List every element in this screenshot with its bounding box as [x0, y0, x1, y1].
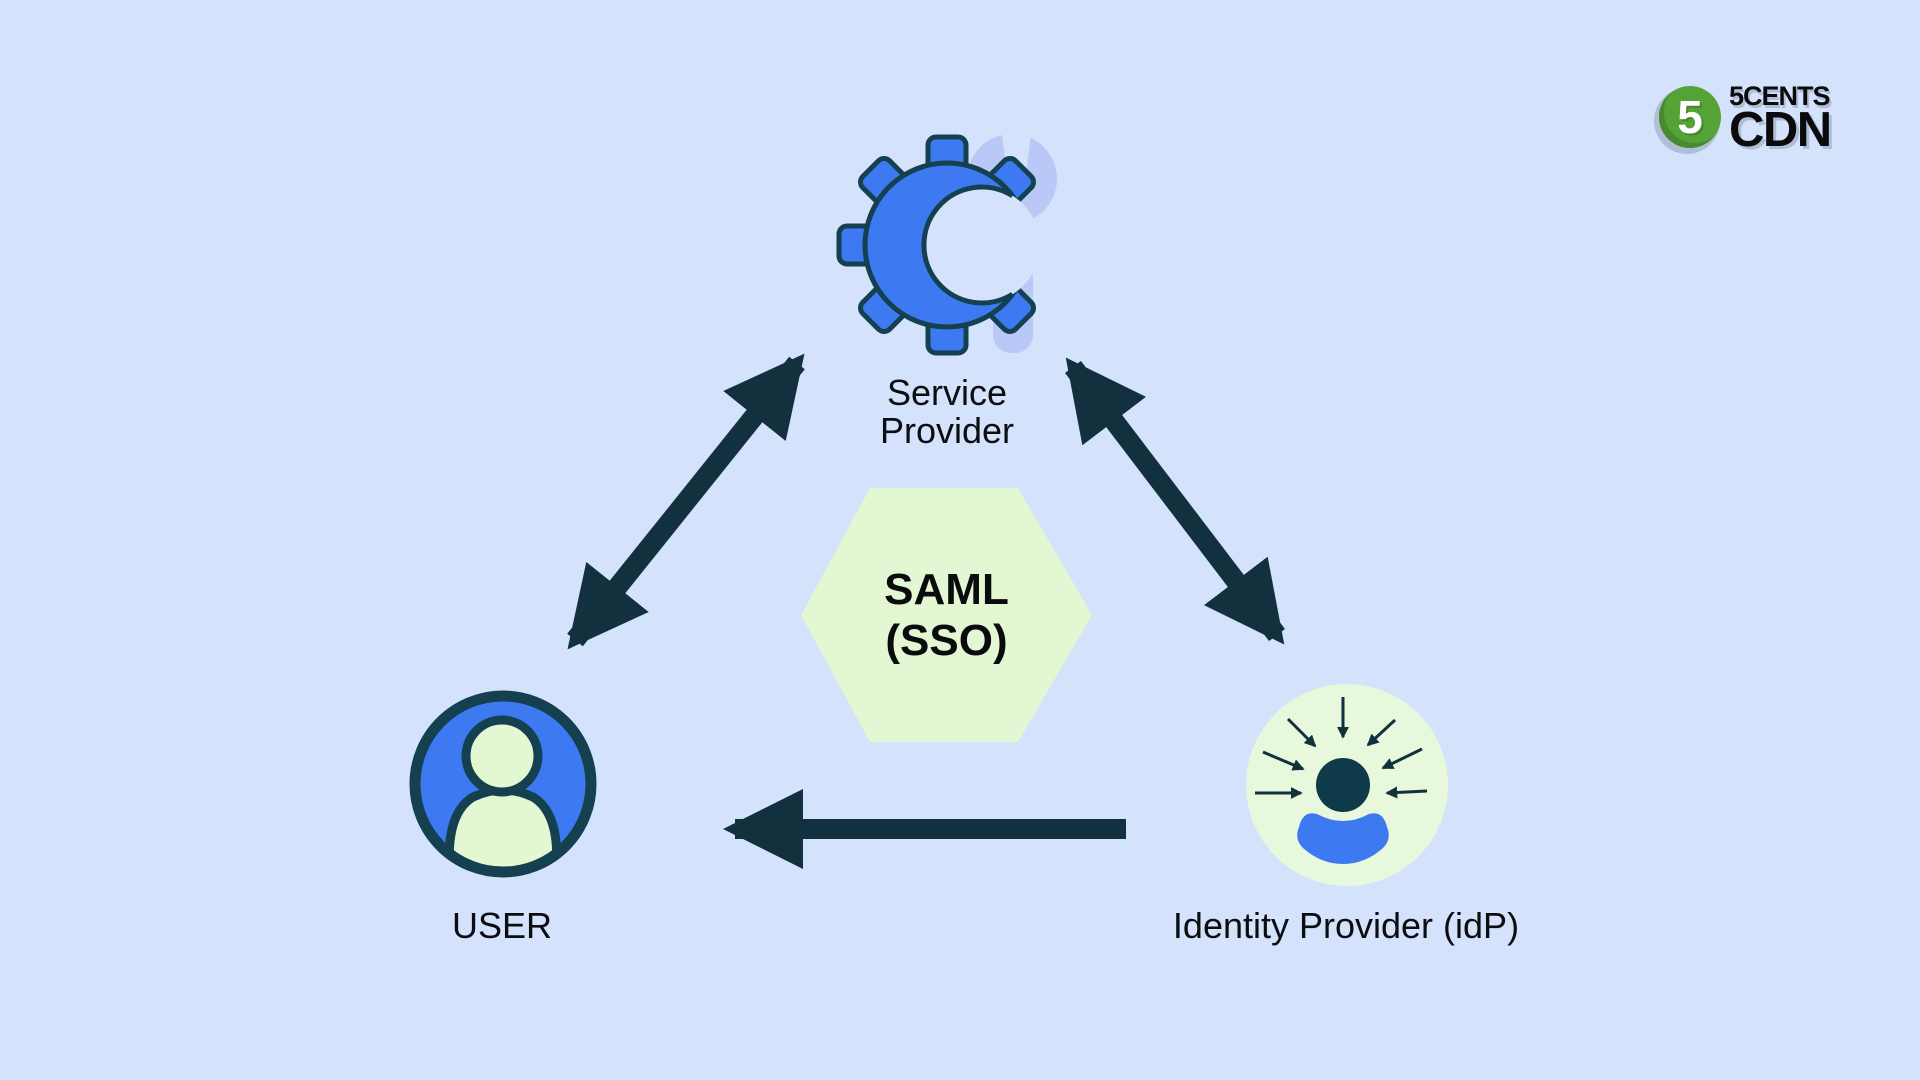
saml-title-line1: SAML: [884, 565, 1009, 614]
idp-head-shape: [1316, 758, 1370, 812]
logo-text: 5CENTS CDN: [1729, 81, 1832, 157]
service-provider-label-line1: Service: [886, 372, 1008, 413]
arrow-user-service: [567, 353, 805, 650]
identity-rays-icon: [1246, 684, 1448, 886]
arrow-service-idp: [1065, 357, 1285, 645]
idp-converging-arrows: [1255, 697, 1428, 799]
user-avatar-icon: [409, 690, 597, 878]
logo-badge-icon: 5: [1659, 86, 1721, 148]
saml-sso-title: SAML (SSO): [796, 564, 1097, 666]
logo-name-bottom: CDN: [1729, 103, 1832, 157]
user-head-shape: [461, 715, 543, 797]
logo-name-top: 5CENTS: [1729, 81, 1831, 111]
user-label: USER: [451, 905, 553, 946]
identity-provider-label: Identity Provider (idP): [1172, 905, 1520, 946]
gear-wrench-icon: [836, 125, 1057, 356]
idp-body-shape: [1297, 813, 1389, 864]
saml-title-line2: (SSO): [885, 616, 1008, 665]
service-provider-label: Service Provider: [787, 374, 1107, 450]
gear-icon: [836, 134, 1040, 356]
service-provider-label-line2: Provider: [879, 410, 1015, 451]
saml-hexagon: [801, 488, 1092, 742]
brand-logo: 5 5CENTS CDN: [1659, 81, 1832, 157]
